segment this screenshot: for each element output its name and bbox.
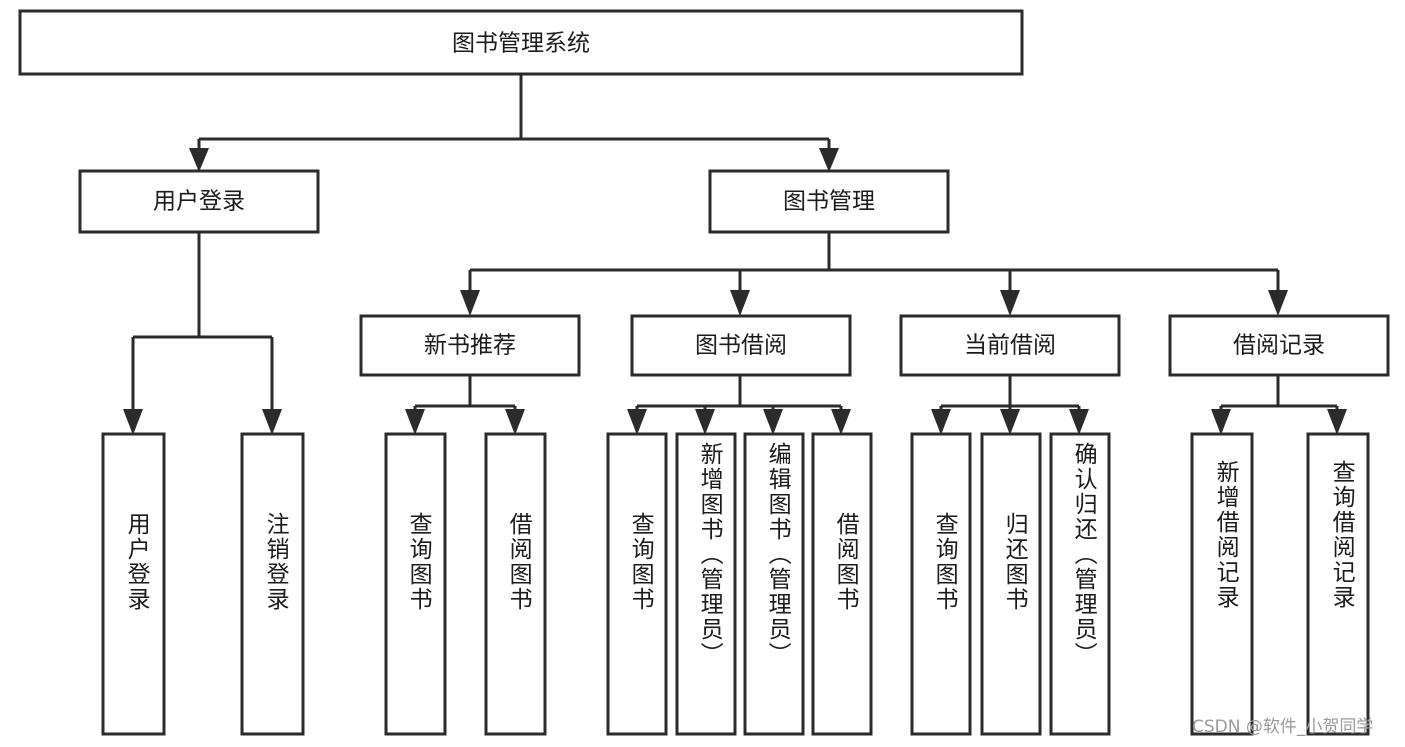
node-box-user-login[interactable] [78,169,320,234]
node-box-leaf-query-book-2[interactable] [606,432,668,736]
node-layer: 图书管理系统 用户登录 图书管理 新书推荐 图书借阅 当前借阅 借阅记录 [18,9,1390,736]
node-box-leaf-confirm-return[interactable] [1049,432,1111,736]
arrowhead-leaf-query-book-1 [405,409,425,435]
arrowhead-leaf-user-login [123,409,143,435]
arrowhead-leaf-query-book-2 [627,409,647,435]
node-label-current-borrow: 当前借阅 [964,333,1056,359]
node-box-leaf-user-logout[interactable] [240,432,305,736]
arrowhead-recommend [460,290,480,316]
node-box-leaf-edit-book[interactable] [743,432,805,736]
arrowhead-leaf-user-logout [262,409,282,435]
node-box-current-borrow[interactable] [899,314,1121,377]
arrowhead-record [1268,290,1288,316]
node-box-root[interactable] [18,9,1024,76]
node-label-new-book-recommend: 新书推荐 [424,333,516,359]
arrowhead-leaf-return-book [1000,409,1020,435]
arrowhead-leaf-borrow-book-2 [831,409,851,435]
node-box-leaf-borrow-book-2[interactable] [811,432,873,736]
node-label-user-login: 用户登录 [153,189,245,215]
node-box-leaf-return-book[interactable] [980,432,1042,736]
arrowhead-leaf-query-record [1327,409,1347,435]
node-box-leaf-add-book[interactable] [675,432,737,736]
arrowhead-leaf-add-book [695,409,715,435]
node-box-leaf-query-book-1[interactable] [384,432,447,736]
node-box-leaf-query-record[interactable] [1306,432,1370,736]
arrowhead-leaf-query-book-3 [931,409,951,435]
arrowhead-book-manage [819,148,839,172]
arrowhead-leaf-borrow-book-1 [505,409,525,435]
node-label-root: 图书管理系统 [452,31,590,57]
node-box-new-book-recommend[interactable] [359,314,581,377]
arrowhead-current [1000,290,1020,316]
arrowhead-leaf-add-record [1211,409,1231,435]
arrowhead-leaf-edit-book [763,409,783,435]
node-label-book-manage: 图书管理 [783,189,875,215]
node-box-leaf-query-book-3[interactable] [910,432,972,736]
node-box-leaf-user-login[interactable] [101,432,166,736]
arrowhead-layer [123,148,1347,435]
node-label-borrow-record: 借阅记录 [1233,333,1325,359]
node-label-book-borrow: 图书借阅 [695,333,787,359]
arrowhead-leaf-confirm-return [1069,409,1089,435]
arrowhead-user-login [189,148,209,172]
watermark-text: CSDN @软件_小贺同学 [1192,717,1374,737]
node-box-borrow-record[interactable] [1168,314,1390,377]
node-box-leaf-add-record[interactable] [1190,432,1254,736]
node-box-book-borrow[interactable] [630,314,852,377]
node-box-book-manage[interactable] [708,169,950,234]
arrowhead-borrow [730,290,750,316]
node-box-leaf-borrow-book-1[interactable] [484,432,547,736]
